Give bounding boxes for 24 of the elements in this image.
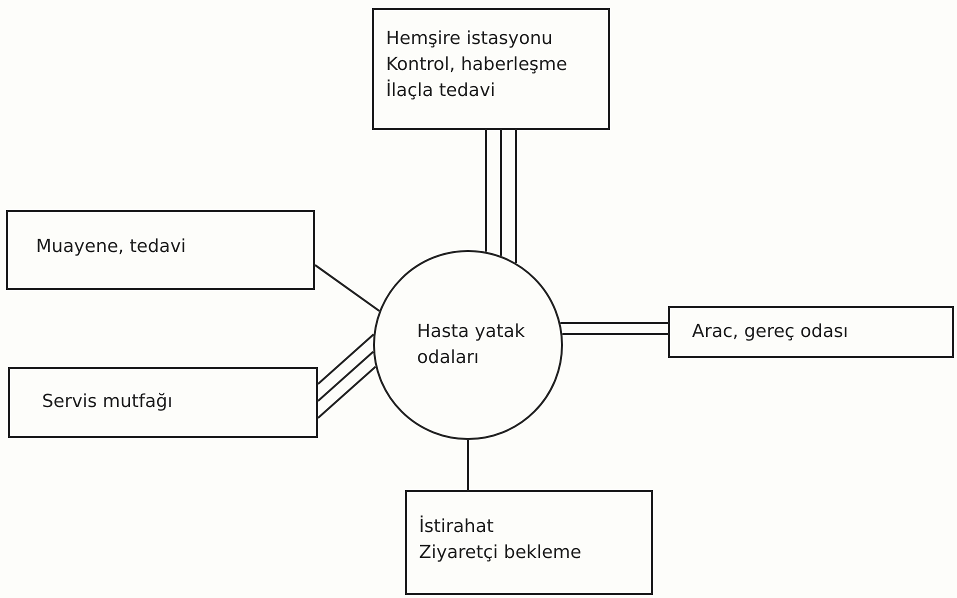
connector-line xyxy=(562,333,668,335)
room-box xyxy=(6,210,315,290)
room-label: Arac, gereç odası xyxy=(692,320,850,344)
room-label: İstirahat xyxy=(419,514,495,539)
connector-line xyxy=(317,366,376,419)
room-box xyxy=(372,8,610,130)
room-label: Muayene, tedavi xyxy=(36,235,187,259)
room-box xyxy=(405,490,653,595)
connector-line xyxy=(317,350,374,402)
room-label: İlaçla tedavi xyxy=(386,78,496,103)
connector-line xyxy=(560,322,668,324)
room-label: Hemşire istasyonu xyxy=(386,27,554,51)
connector-line xyxy=(485,130,487,252)
connector-line xyxy=(317,334,374,385)
connector-line xyxy=(314,264,380,312)
room-box xyxy=(668,306,954,358)
room-box xyxy=(8,367,318,438)
room-label: Hasta yatak odaları xyxy=(417,320,526,370)
room-label: Servis mutfağı xyxy=(42,390,174,414)
room-label: Ziyaretçi bekleme xyxy=(419,541,582,565)
connector-line xyxy=(515,130,517,263)
connector-line xyxy=(500,130,502,256)
room-label: Kontrol, haberleşme xyxy=(386,53,568,77)
connector-line xyxy=(467,440,469,490)
